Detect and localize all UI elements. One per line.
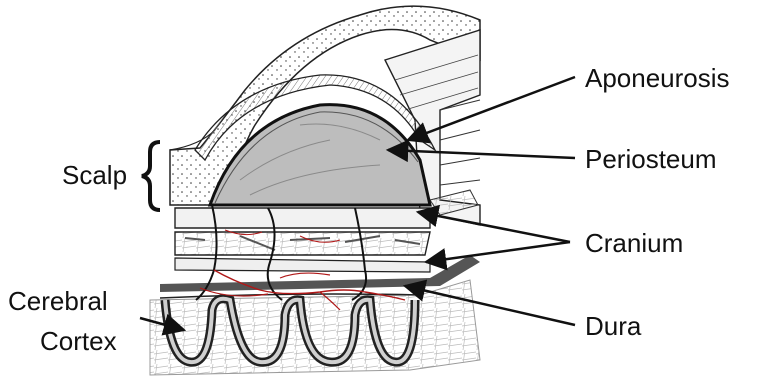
scalp-label: Scalp <box>62 160 127 190</box>
cranium-leader-bottom <box>426 242 570 262</box>
aponeurosis-label: Aponeurosis <box>585 63 730 93</box>
cortex-label: Cortex <box>40 326 117 356</box>
scalp-brace <box>142 142 160 210</box>
periosteum-label: Periosteum <box>585 144 717 174</box>
cerebral-label: Cerebral <box>8 286 108 316</box>
cortex-region <box>150 280 480 375</box>
cranium-layers <box>160 208 480 292</box>
cranium-label: Cranium <box>585 228 683 258</box>
dura-label: Dura <box>585 311 641 341</box>
cranium-leader-top <box>418 212 570 242</box>
